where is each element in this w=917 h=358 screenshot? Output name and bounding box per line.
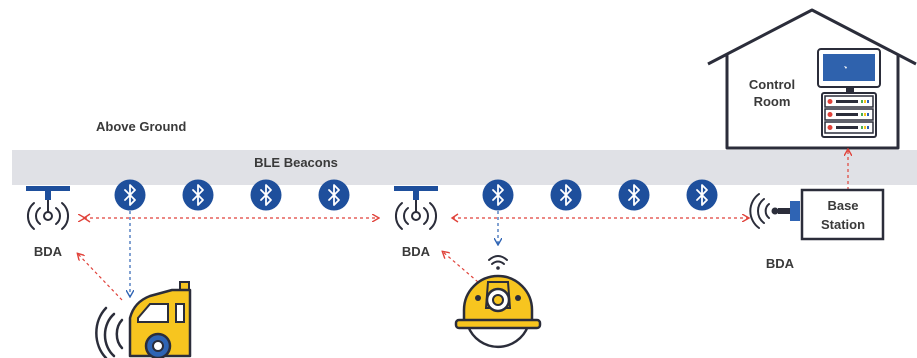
device-to-bda-arrow [443,252,479,283]
bluetooth-icon [686,179,718,211]
hard-hat-icon [454,274,542,349]
control-room-label-2: Room [754,94,791,109]
bda-antenna-icon [26,186,70,230]
control-room-label: Control [749,77,795,92]
bluetooth-icon [250,179,282,211]
bda-antenna-icon [749,193,800,229]
bluetooth-icon [618,179,650,211]
link-arrow-left-head [82,213,91,223]
bluetooth-icon [482,179,514,211]
truck-icon [95,281,192,358]
bluetooth-icon [550,179,582,211]
control-room-house [707,8,917,150]
computer-icon [817,48,881,93]
server-rack-icon [821,92,877,138]
bluetooth-icon [114,179,146,211]
bluetooth-icon [318,179,350,211]
bluetooth-icon [182,179,214,211]
base-station-label: Base [827,198,858,213]
bda-middle-label: BDA [402,244,431,259]
bda-right-label: BDA [766,256,795,271]
base-station-label-2: Station [821,217,865,232]
above-ground-label: Above Ground [96,119,186,134]
device-to-bda-arrow [78,254,123,301]
link-arrow-right-head [450,213,459,223]
ble-beacons-label: BLE Beacons [254,155,338,170]
wifi-icon [488,255,508,270]
bda-left-label: BDA [34,244,63,259]
bda-antenna-icon [394,186,438,230]
base-station-box [800,188,885,241]
ground-band [12,150,917,185]
